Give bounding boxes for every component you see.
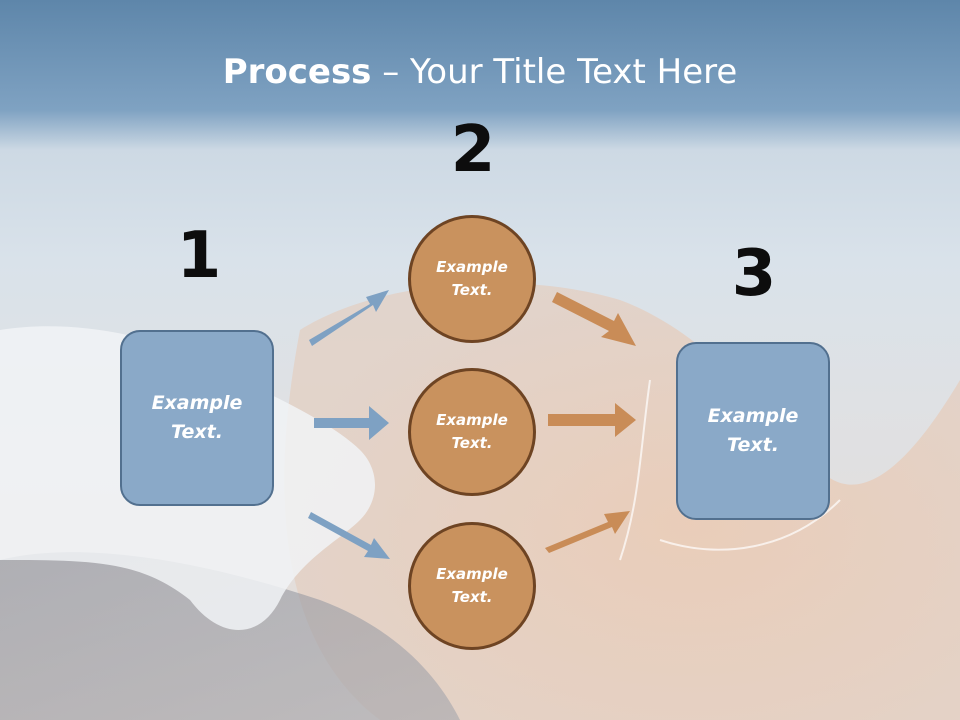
step-2-circle-text: Example Text.	[436, 565, 508, 606]
arrow-top-to-step3	[552, 292, 636, 346]
step-2-circle-top: Example Text.	[408, 215, 536, 343]
title-rest: – Your Title Text Here	[371, 52, 738, 92]
step-2-circle-middle: Example Text.	[408, 368, 536, 496]
step-2-circle-text: Example Text.	[436, 258, 508, 299]
step-2-circle-bottom: Example Text.	[408, 522, 536, 650]
step-1-box: Example Text.	[120, 330, 274, 506]
arrow-middle-to-step3	[548, 403, 636, 437]
arrow-bottom-to-step3	[545, 511, 630, 553]
step-number-3: 3	[731, 237, 777, 311]
arrow-step1-to-middle	[314, 406, 389, 440]
step-2-circle-text: Example Text.	[436, 411, 508, 452]
step-1-text: Example Text.	[151, 392, 243, 443]
step-number-1: 1	[176, 219, 222, 293]
step-number-2: 2	[450, 113, 496, 187]
step-3-box: Example Text.	[676, 342, 830, 520]
slide-title: Process – Your Title Text Here	[0, 52, 960, 92]
title-bold: Process	[222, 52, 372, 92]
arrow-step1-to-bottom	[308, 512, 390, 559]
step-3-text: Example Text.	[707, 405, 799, 456]
arrow-step1-to-top	[309, 290, 389, 346]
